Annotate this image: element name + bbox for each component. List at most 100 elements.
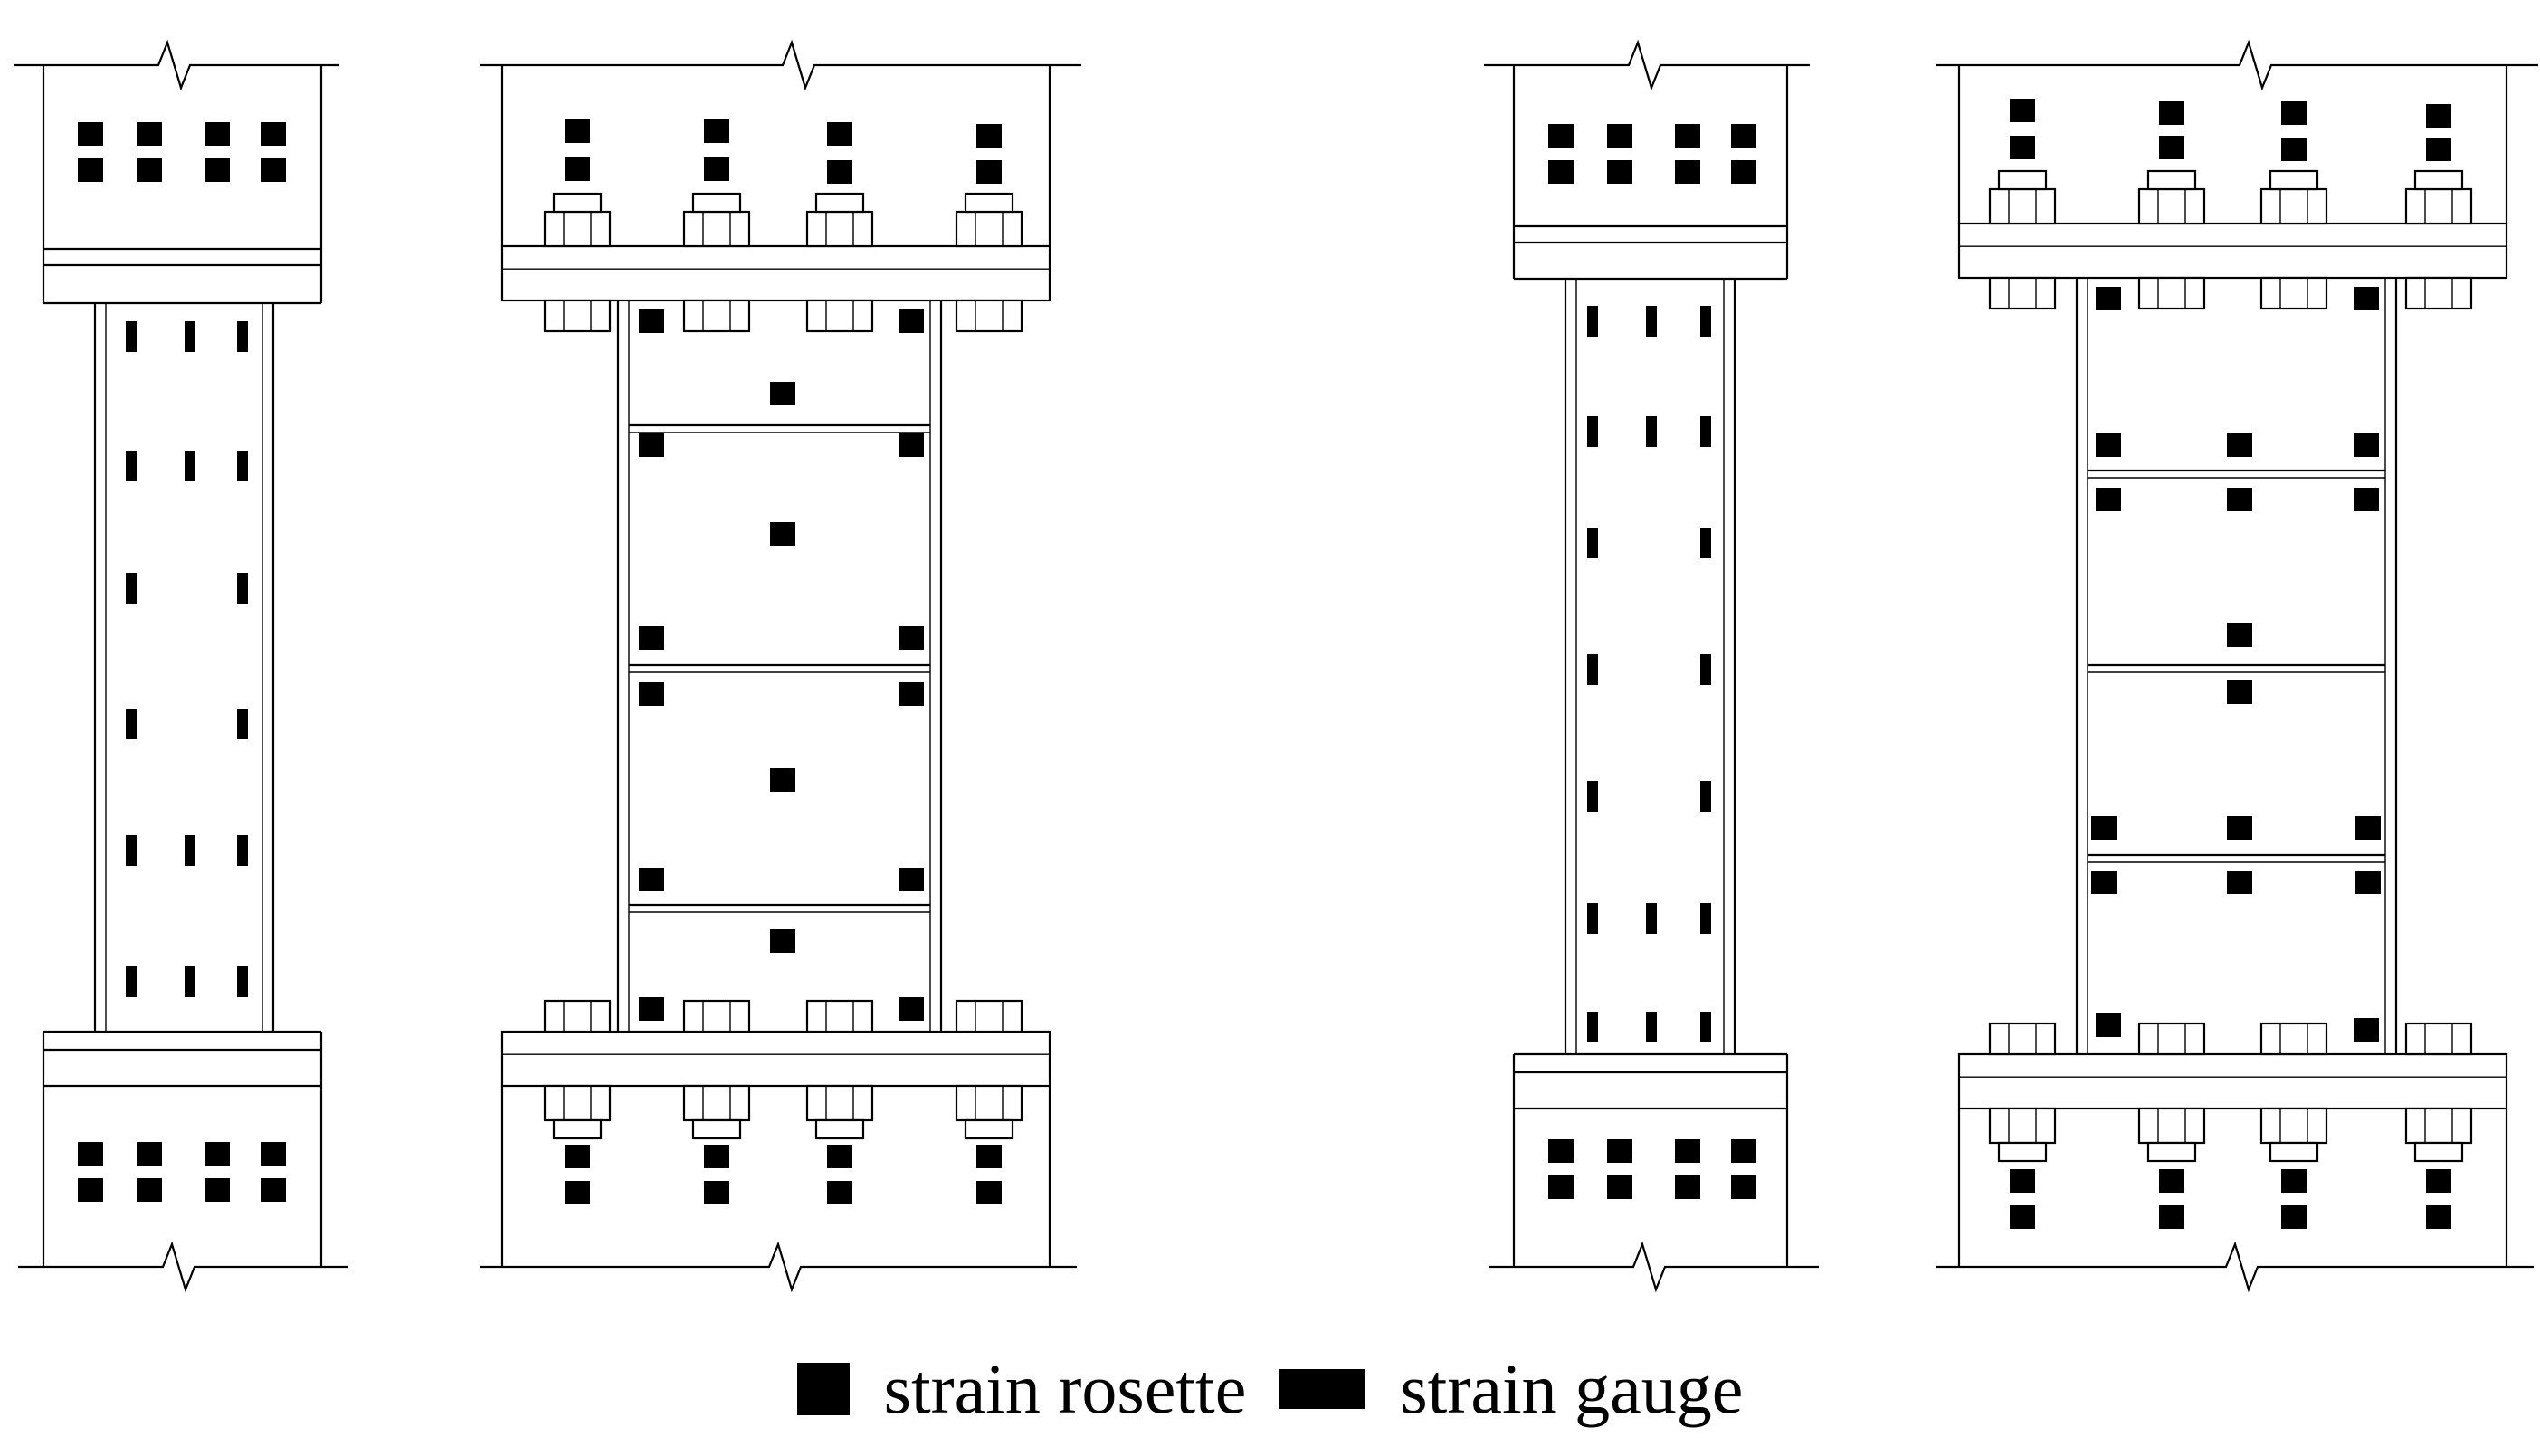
strain-rosette: [899, 309, 924, 333]
strain-rosette: [1675, 124, 1700, 148]
strain-rosette: [639, 309, 664, 333]
strain-rosette: [1731, 1139, 1756, 1163]
bolt: [805, 1084, 874, 1140]
bolt-nut: [543, 1084, 612, 1122]
strain-rosette: [770, 929, 795, 953]
bolt: [2259, 276, 2328, 310]
break-line: [1484, 39, 1810, 91]
strain-rosette: [2426, 104, 2451, 128]
bolt-washer: [2413, 1141, 2464, 1163]
bolt: [682, 999, 751, 1033]
strain-rosette: [704, 1145, 729, 1168]
bolt: [2137, 1107, 2206, 1163]
strain-gauge: [1700, 306, 1711, 337]
bolt: [1988, 276, 2057, 310]
bolt-nut: [682, 1084, 751, 1122]
bolt-washer: [691, 192, 742, 214]
bolt: [955, 299, 1023, 333]
strain-rosette: [2010, 1205, 2035, 1229]
bolt: [682, 1084, 751, 1140]
strain-gauge: [237, 573, 248, 604]
strain-rosette: [261, 1142, 286, 1166]
strain-rosette: [2355, 871, 2381, 894]
strain-rosette: [1607, 1139, 1632, 1163]
bolt: [2259, 1022, 2328, 1056]
strain-rosette: [2227, 871, 2252, 894]
strain-rosette: [2354, 287, 2379, 310]
strain-rosette: [2096, 1013, 2121, 1037]
strain-gauge: [1587, 528, 1598, 558]
strain-rosette: [205, 1142, 230, 1166]
specimen-2-markers: [565, 119, 1002, 1204]
bolt-nut: [955, 299, 1023, 333]
strain-rosette: [565, 1145, 590, 1168]
end-plate: [1957, 222, 2508, 280]
bolt-nut: [955, 1084, 1023, 1122]
strain-gauge: [1587, 416, 1598, 447]
strain-gauge: [1587, 1012, 1598, 1042]
strain-rosette: [137, 122, 162, 146]
strain-rosette: [2227, 433, 2252, 457]
bolt-nut: [1988, 1107, 2057, 1145]
bolt-washer: [2413, 169, 2464, 191]
bolt: [2137, 169, 2206, 225]
bolt-nut: [1988, 187, 2057, 225]
strain-rosette: [137, 1178, 162, 1202]
strain-gauge: [1700, 528, 1711, 558]
strain-rosette: [2227, 680, 2252, 704]
end-plate: [1957, 1052, 2508, 1110]
specimen-welded: [1484, 39, 1819, 1293]
bolt-washer: [964, 192, 1014, 214]
strain-rosette: [137, 1142, 162, 1166]
strain-rosette: [639, 997, 664, 1021]
strain-rosette: [827, 1181, 852, 1204]
bolt: [2259, 1107, 2328, 1163]
strain-rosette: [899, 433, 924, 457]
bolt-washer: [1997, 169, 2048, 191]
strain-gauge: [1700, 1012, 1711, 1042]
strain-rosette: [2281, 1205, 2307, 1229]
bolt-washer: [2146, 1141, 2197, 1163]
strain-rosette: [2159, 101, 2184, 125]
bolt-nut: [955, 999, 1023, 1033]
bolt-washer: [552, 1118, 603, 1140]
bolt-washer: [814, 192, 865, 214]
legend: strain rosette strain gauge: [0, 1321, 2540, 1456]
strain-rosette: [2159, 1205, 2184, 1229]
end-plate: [500, 244, 1051, 302]
strain-rosette: [704, 1181, 729, 1204]
strain-rosette: [2426, 1169, 2451, 1193]
strain-gauge: [126, 966, 137, 997]
strain-rosette: [770, 522, 795, 546]
legend-rosette-label: strain rosette: [883, 1348, 1247, 1428]
strain-rosette: [827, 1145, 852, 1168]
strain-rosette: [261, 158, 286, 182]
specimen-1-markers: [78, 122, 286, 1202]
specimen-bolted: [1936, 39, 2538, 1293]
strain-gauge: [185, 835, 195, 866]
strain-rosette: [827, 160, 852, 184]
strain-gauge: [1700, 903, 1711, 934]
specimen-bolted: [480, 39, 1081, 1293]
strain-gauge: [185, 451, 195, 481]
strain-rosette: [2091, 816, 2117, 840]
strain-rosette: [770, 382, 795, 405]
bolt: [805, 299, 874, 333]
bolt-nut: [2404, 1107, 2473, 1145]
strain-rosette: [1731, 160, 1756, 184]
strain-rosette: [2354, 1018, 2379, 1042]
strain-rosette: [1548, 160, 1574, 184]
strain-gauge: [237, 966, 248, 997]
specimen-4-markers: [2010, 99, 2451, 1229]
bolt: [805, 192, 874, 248]
bolt-nut: [2259, 187, 2328, 225]
bolt: [682, 192, 751, 248]
bolt: [2137, 276, 2206, 310]
strain-rosette: [2227, 488, 2252, 511]
strain-gauge: [1587, 781, 1598, 812]
strain-gauge: [1646, 416, 1657, 447]
bolt-washer: [964, 1118, 1014, 1140]
strain-rosette: [2096, 433, 2121, 457]
bolt: [2404, 1107, 2473, 1163]
strain-rosette: [1548, 124, 1574, 148]
